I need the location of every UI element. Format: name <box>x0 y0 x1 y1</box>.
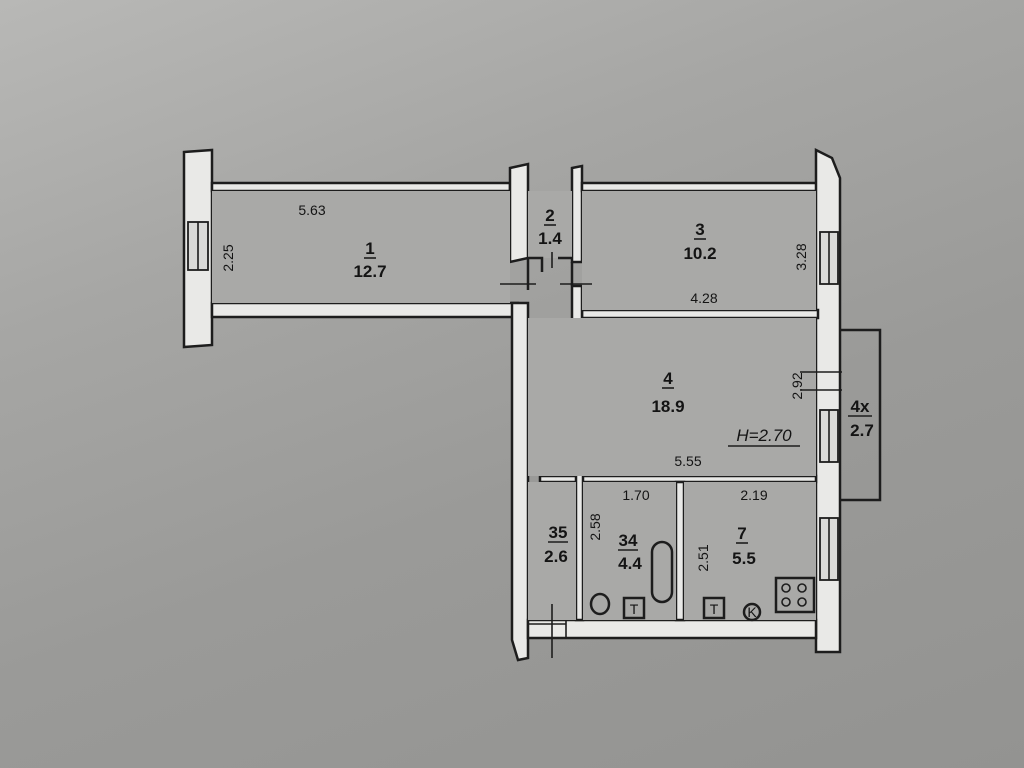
dim-room3-width: 4.28 <box>690 290 717 306</box>
room-4-number: 4 <box>663 369 673 388</box>
room-4x-number: 4x <box>851 397 870 416</box>
dim-kitchen-width: 2.19 <box>740 487 767 503</box>
wall-bottom-room1 <box>210 301 520 319</box>
dim-room4-depth: 2.92 <box>789 372 805 399</box>
room-3-label: 3 10.2 <box>683 220 716 263</box>
toilet-tank-letter: T <box>630 601 639 617</box>
boiler-letter: K <box>747 604 757 620</box>
room-34-label: 34 4.4 <box>618 531 642 573</box>
room-3-area <box>582 191 816 310</box>
room-4-area <box>528 318 816 476</box>
boiler-icon <box>742 602 762 622</box>
wall-column-2-3 <box>570 164 584 264</box>
bathtub-icon <box>650 540 674 604</box>
room-1-area-value: 12.7 <box>353 262 386 281</box>
dim-kitchen-depth: 2.51 <box>695 544 711 571</box>
sink-icon <box>702 596 726 620</box>
room-7-number: 7 <box>737 524 746 543</box>
wall-top-room1 <box>210 181 512 193</box>
dim-bath-depth: 2.58 <box>587 513 603 540</box>
room-3-number: 3 <box>695 220 704 239</box>
dim-room3-depth: 3.28 <box>793 243 809 270</box>
room-35-number: 35 <box>549 523 568 542</box>
room-35-label: 35 2.6 <box>544 523 568 566</box>
partition-room2-bottom <box>526 256 574 290</box>
room-2-label: 2 1.4 <box>538 206 562 248</box>
wall-top-room3 <box>580 181 820 193</box>
room-1-number: 1 <box>365 239 374 258</box>
dim-room1-depth: 2.25 <box>220 244 236 271</box>
room-2-area-value: 1.4 <box>538 229 562 248</box>
room-4-label: 4 18.9 <box>651 369 684 416</box>
wall-partition-35-34 <box>574 462 585 622</box>
room-7-label: 7 5.5 <box>732 524 756 568</box>
wall-left-long <box>510 301 530 662</box>
wall-bottom <box>526 618 818 640</box>
balcony-4x-outline <box>840 328 882 502</box>
room-7-area-value: 5.5 <box>732 549 756 568</box>
wall-partition-34-7 <box>674 480 686 622</box>
dim-room1-width: 5.63 <box>298 202 325 218</box>
room-1-area <box>212 191 510 303</box>
stove-icon <box>774 576 816 614</box>
room-34-number: 34 <box>619 531 638 550</box>
room-2-number: 2 <box>545 206 554 225</box>
wall-column-center <box>508 162 530 264</box>
room-3-area-value: 10.2 <box>683 244 716 263</box>
dim-bath-width: 1.70 <box>622 487 649 503</box>
room-4x-area-value: 2.7 <box>850 421 874 440</box>
wall-3-4 <box>580 308 820 320</box>
room-34-area-value: 4.4 <box>618 554 642 573</box>
room-4x-label: 4x 2.7 <box>848 397 874 440</box>
toilet-tank-icon <box>622 596 646 620</box>
ceiling-height-label: H=2.70 <box>736 426 792 445</box>
toilet-icon <box>589 592 611 616</box>
dim-room4-width: 5.55 <box>674 453 701 469</box>
room-1-label: 1 12.7 <box>353 239 386 281</box>
room-35-area <box>528 482 576 620</box>
sink-letter: T <box>710 601 719 617</box>
room-4-area-value: 18.9 <box>651 397 684 416</box>
room-35-area-value: 2.6 <box>544 547 568 566</box>
